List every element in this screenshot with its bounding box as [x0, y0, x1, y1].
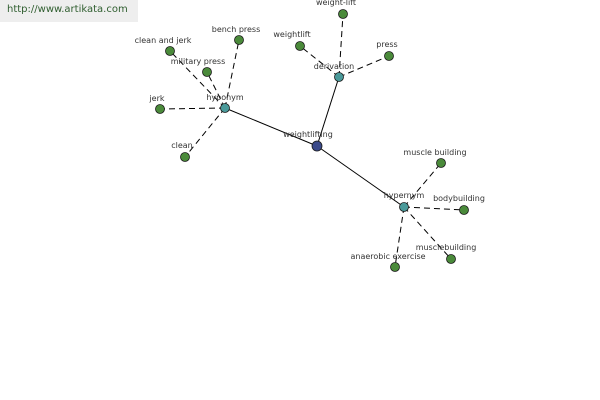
leaf-node-clean-and-jerk[interactable]: [165, 46, 175, 56]
leaf-label-jerk[interactable]: jerk: [148, 94, 164, 103]
leaf-label-musclebuilding[interactable]: musclebuilding: [416, 243, 477, 252]
graph-labels: clean and jerk bench press military press j…: [135, 0, 485, 261]
leaf-label-muscle-building[interactable]: muscle building: [403, 148, 466, 157]
edge-hypernym-musclebuilding: [403, 206, 452, 260]
leaf-label-military-press[interactable]: military press: [171, 57, 226, 66]
relation-label-hyponym[interactable]: hyponym: [206, 93, 244, 102]
edge-hypernym-anaerobic-exercise: [394, 206, 405, 268]
edge-hyponym-bench-press: [224, 39, 240, 109]
root-node-weightlifting[interactable]: [311, 140, 323, 152]
relation-label-derivation[interactable]: derivation: [314, 62, 354, 71]
leaf-node-press[interactable]: [384, 51, 394, 61]
edge-hyponym-clean-and-jerk: [169, 50, 226, 109]
edge-derivation-weightlift: [299, 45, 340, 78]
leaf-label-weightlift[interactable]: weightlift: [273, 30, 310, 39]
watermark-banner: http://www.artikata.com: [0, 0, 138, 22]
leaf-node-musclebuilding[interactable]: [446, 254, 456, 264]
edge-hyponym-clean: [184, 107, 226, 158]
relation-node-derivation[interactable]: [334, 72, 344, 82]
leaf-label-bench-press[interactable]: bench press: [212, 25, 261, 34]
leaf-label-bodybuilding[interactable]: bodybuilding: [433, 194, 485, 203]
leaf-label-weight-lift[interactable]: weight-lift: [316, 0, 356, 7]
edge-weightlifting-derivation: [316, 76, 340, 147]
leaf-node-bodybuilding[interactable]: [459, 205, 469, 215]
leaf-label-clean-and-jerk[interactable]: clean and jerk: [135, 36, 192, 45]
leaf-node-military-press[interactable]: [202, 67, 212, 77]
leaf-label-clean[interactable]: clean: [171, 141, 193, 150]
relation-label-hypernym[interactable]: hypernym: [384, 191, 425, 200]
leaf-label-press[interactable]: press: [376, 40, 397, 49]
edge-hyponym-military-press: [206, 71, 226, 109]
leaf-node-jerk[interactable]: [155, 104, 165, 114]
leaf-node-muscle-building[interactable]: [436, 158, 446, 168]
leaf-node-anaerobic-exercise[interactable]: [390, 262, 400, 272]
leaf-node-bench-press[interactable]: [234, 35, 244, 45]
leaf-label-anaerobic-exercise[interactable]: anaerobic exercise: [350, 252, 425, 261]
leaf-node-clean[interactable]: [180, 152, 190, 162]
edge-hypernym-bodybuilding: [403, 206, 465, 211]
edge-derivation-weight-lift: [338, 13, 344, 78]
leaf-node-weightlift[interactable]: [295, 41, 305, 51]
edge-hyponym-jerk: [159, 107, 226, 110]
graph-edges: [159, 13, 465, 268]
root-label-weightlifting[interactable]: weightlifting: [283, 130, 333, 139]
graph-nodes: [155, 9, 469, 272]
edge-weightlifting-hyponym: [224, 107, 318, 147]
relation-node-hypernym[interactable]: [399, 202, 409, 212]
watermark-url[interactable]: http://www.artikata.com: [7, 4, 128, 15]
edge-weightlifting-hypernym: [316, 145, 405, 208]
relation-node-hyponym[interactable]: [220, 103, 230, 113]
leaf-node-weight-lift[interactable]: [338, 9, 348, 19]
edge-derivation-press: [338, 55, 390, 78]
